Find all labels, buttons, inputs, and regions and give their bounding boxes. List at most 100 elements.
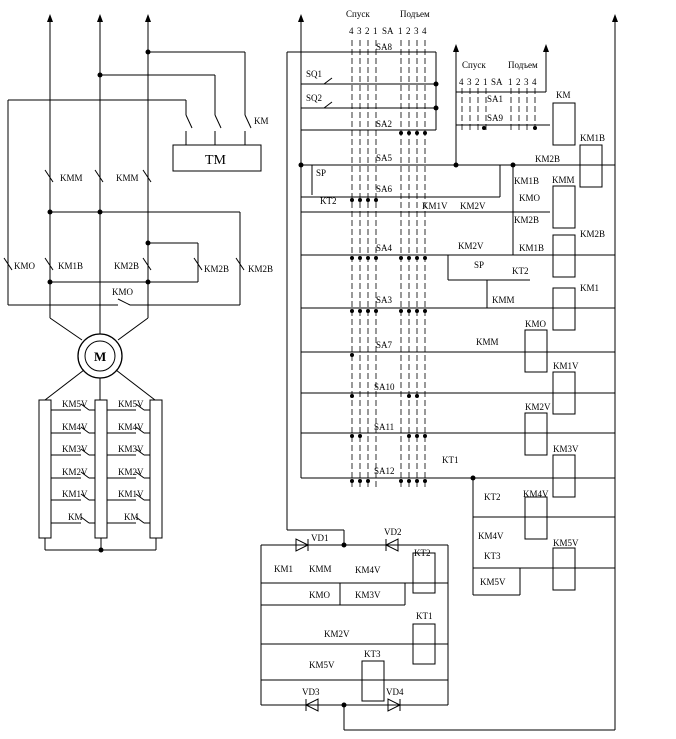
res-km5v-2: KM5V bbox=[118, 399, 144, 409]
sa-position-dot bbox=[366, 198, 370, 202]
res-km4v-1: KM4V bbox=[62, 422, 88, 432]
sa-position-dot bbox=[407, 479, 411, 483]
relay-coil bbox=[552, 185, 576, 229]
km-top-label: KM bbox=[254, 116, 269, 126]
relay-coil bbox=[524, 496, 548, 540]
coil-label: KM2V bbox=[525, 402, 551, 412]
resistor-step-contact bbox=[135, 403, 145, 411]
sp-label-1: SP bbox=[316, 168, 326, 178]
kt2-label-2: KT2 bbox=[512, 266, 529, 276]
coil-label: KM1V bbox=[553, 361, 579, 371]
header-up: Подъем bbox=[400, 9, 430, 19]
km2v-contact-label-2: KM2V bbox=[458, 241, 484, 251]
coil-label: KM2B bbox=[580, 229, 605, 239]
res-km2v-2: KM2V bbox=[118, 467, 144, 477]
sa12-label: SA12 bbox=[374, 466, 395, 476]
sa-position-dot bbox=[358, 479, 362, 483]
sa-position-dot bbox=[423, 309, 427, 313]
pos-4a: 4 bbox=[349, 26, 354, 36]
resistor-step-contact bbox=[80, 516, 90, 524]
mpos-1a: 1 bbox=[483, 77, 488, 87]
sa5-label: SA5 bbox=[376, 153, 393, 163]
km2b-left-label-2: KM2B bbox=[204, 264, 229, 274]
pos-3a: 3 bbox=[357, 26, 362, 36]
coil-label: KMM bbox=[552, 175, 575, 185]
mini-down: Спуск bbox=[462, 60, 486, 70]
resistor-step-contact bbox=[80, 448, 90, 456]
res-km3v-1: KM3V bbox=[62, 444, 88, 454]
pos-2b: 2 bbox=[406, 26, 411, 36]
pos-1a: 1 bbox=[373, 26, 378, 36]
sa-position-dot bbox=[366, 309, 370, 313]
sa-position-dot bbox=[407, 394, 411, 398]
sa-position-dot bbox=[407, 434, 411, 438]
resistor-step-contact bbox=[80, 403, 90, 411]
km1b-contact-label: KM1B bbox=[514, 176, 539, 186]
res-km1v-2: KM1V bbox=[118, 489, 144, 499]
sa-position-dot bbox=[374, 256, 378, 260]
km2b-left-label-1: KM2B bbox=[114, 261, 139, 271]
sa1-label: SA1 bbox=[487, 94, 503, 104]
b-km3v-label: KM3V bbox=[355, 590, 381, 600]
mpos-3a: 3 bbox=[467, 77, 472, 87]
b-kt2-label: KT2 bbox=[414, 548, 431, 558]
sa2-label: SA2 bbox=[376, 119, 392, 129]
pos-4b: 4 bbox=[422, 26, 427, 36]
kt1-contact-label: KT1 bbox=[442, 455, 459, 465]
relay-coil bbox=[552, 234, 576, 278]
sa-position-dot bbox=[415, 131, 419, 135]
km1v-contact-label: KM1V bbox=[422, 201, 448, 211]
relay-coil bbox=[524, 412, 548, 456]
sa-position-dashes bbox=[351, 40, 426, 490]
sa-position-dot bbox=[358, 256, 362, 260]
sa-position-dot bbox=[350, 309, 354, 313]
kt3-contact-label: KT3 bbox=[484, 551, 501, 561]
resistor-step-contact bbox=[80, 426, 90, 434]
kt2-label-1: KT2 bbox=[320, 196, 337, 206]
b-kt3-label: KT3 bbox=[364, 649, 381, 659]
b-km5v-label: KM5V bbox=[309, 660, 335, 670]
sa10-label: SA10 bbox=[374, 382, 395, 392]
timer-bridge-circuit: VD1 VD2 VD3 VD4 KM1 KMM KM4V KMO KM3V KM… bbox=[260, 527, 615, 731]
sa-position-dot bbox=[358, 309, 362, 313]
sq1-label: SQ1 bbox=[306, 69, 322, 79]
kmm-label-1: KMM bbox=[60, 173, 83, 183]
b-km1-label: KM1 bbox=[274, 564, 293, 574]
sa-position-dot bbox=[423, 479, 427, 483]
km2b-contact-label-2: KM2B bbox=[514, 215, 539, 225]
pos-2a: 2 bbox=[365, 26, 370, 36]
km1b-left-label: KM1B bbox=[58, 261, 83, 271]
sa-position-dot bbox=[350, 353, 354, 357]
coil-label: KM4V bbox=[523, 489, 549, 499]
mini-sa-dot bbox=[533, 126, 537, 130]
mini-up: Подъем bbox=[508, 60, 538, 70]
resistor-step-contact bbox=[135, 448, 145, 456]
res-km2v-1: KM2V bbox=[62, 467, 88, 477]
sa-position-dot bbox=[415, 479, 419, 483]
power-circuit: KM TM KMM KMM KMO KM1B KM2B KM2B KM2B bbox=[3, 14, 273, 553]
relay-coil bbox=[579, 144, 603, 188]
resistor-step-contact bbox=[135, 471, 145, 479]
res-km5v-1: KM5V bbox=[62, 399, 88, 409]
b-kt1-label: KT1 bbox=[416, 611, 433, 621]
relay-coil bbox=[524, 329, 548, 373]
mpos-2b: 2 bbox=[516, 77, 521, 87]
res-km-1: KM bbox=[68, 512, 83, 522]
res-km1v-1: KM1V bbox=[62, 489, 88, 499]
sa-position-dot bbox=[350, 479, 354, 483]
kmo-left-label: KMO bbox=[14, 261, 36, 271]
pos-1b: 1 bbox=[398, 26, 403, 36]
kmm-contact-label: KMM bbox=[492, 295, 515, 305]
sa-position-dot bbox=[423, 131, 427, 135]
sa-position-dot bbox=[423, 434, 427, 438]
sa-position-dot bbox=[415, 394, 419, 398]
sa-position-dot bbox=[423, 256, 427, 260]
km2v-contact-label: KM2V bbox=[460, 201, 486, 211]
sa-position-dot bbox=[399, 131, 403, 135]
sa7-label: SA7 bbox=[376, 340, 393, 350]
sa-position-dot bbox=[399, 309, 403, 313]
kmm-label-2: KMM bbox=[116, 173, 139, 183]
sa-position-dot bbox=[407, 131, 411, 135]
